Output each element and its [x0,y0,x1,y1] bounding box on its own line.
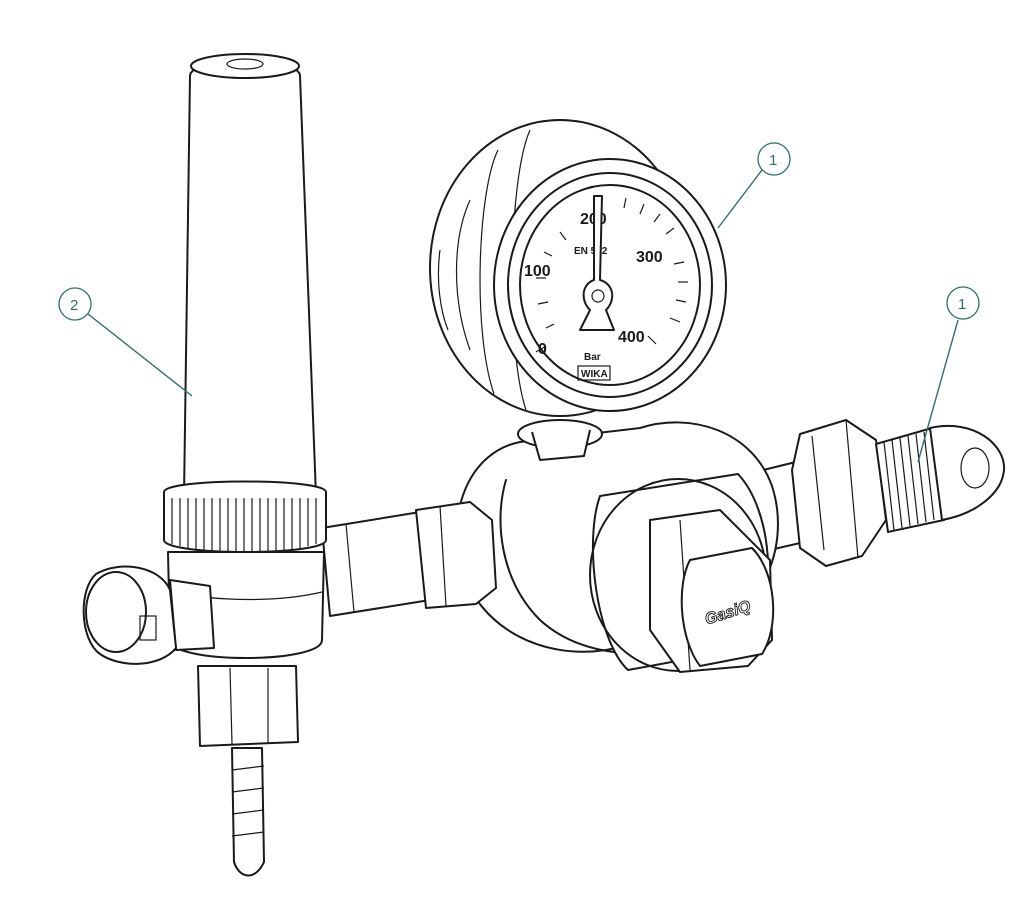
gauge-pointer [579,195,615,331]
callout-gauge: 1 [717,142,791,229]
gauge-label-0: 0 [538,341,547,358]
callout-flowmeter: 2 [58,287,193,397]
gauge-label-100: 100 [524,263,551,280]
callout-label: 1 [769,152,777,169]
gauge-standard: EN 562 [574,246,608,257]
pressure-gauge: 0 100 200 300 400 EN 562 Bar WIKA [429,119,727,417]
gauge-label-300: 300 [636,249,663,266]
callout-label: 1 [958,296,966,313]
gauge-unit: Bar [584,352,601,363]
adjusting-knob: GasiQ [589,473,775,673]
gauge-maker: WIKA [581,369,608,380]
callout-label: 2 [70,297,78,314]
flowmeter [82,53,497,877]
gauge-label-400: 400 [618,329,645,346]
callout-inlet: 1 [917,286,980,463]
